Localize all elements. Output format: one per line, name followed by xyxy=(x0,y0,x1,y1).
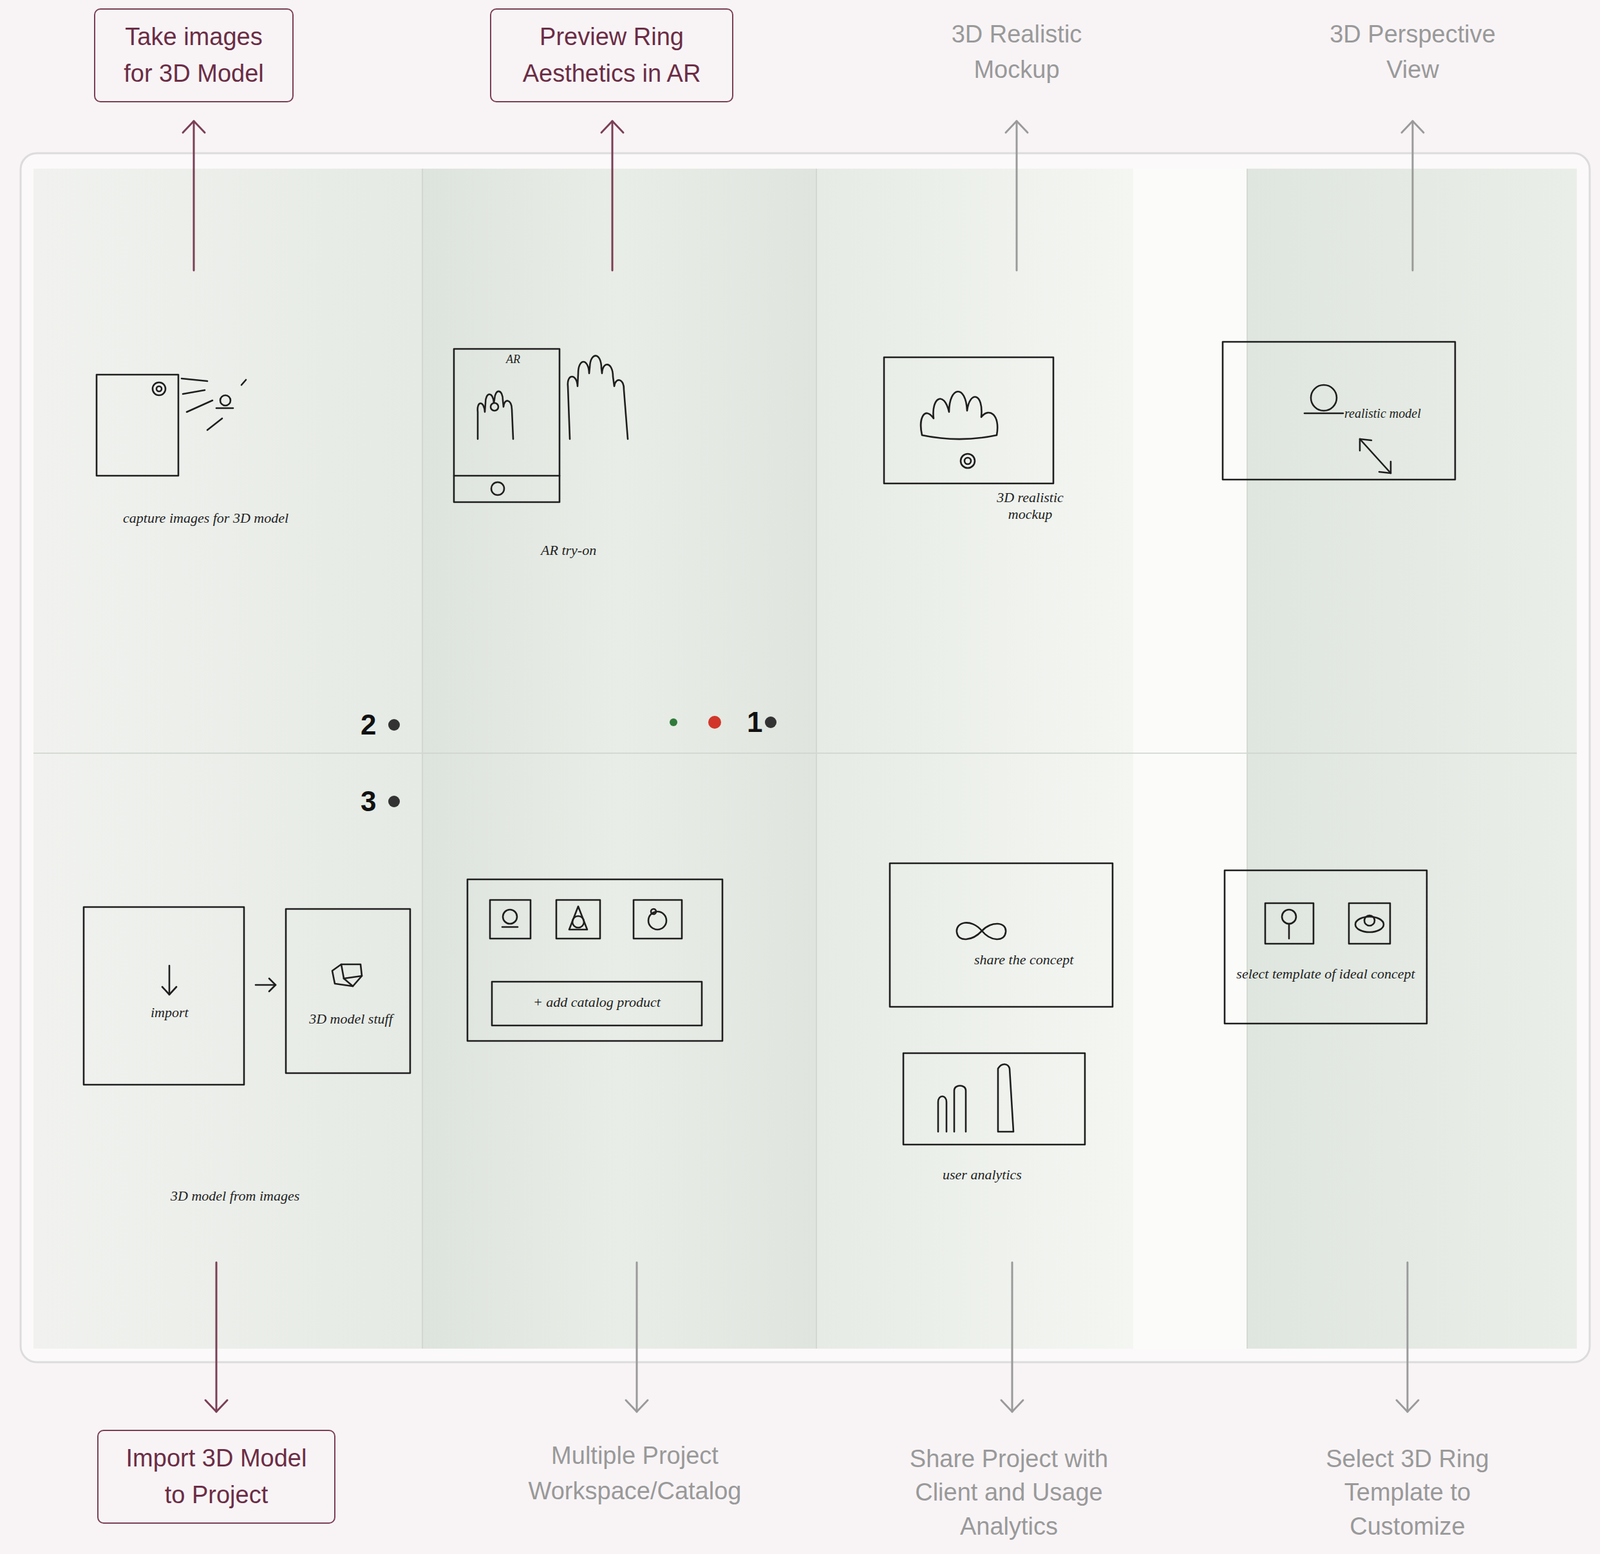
handwritten-note: realistic model xyxy=(1344,405,1422,422)
callout-number: 2 xyxy=(360,710,377,740)
callout-number: 3 xyxy=(360,787,377,816)
handwritten-note: select template of ideal concept xyxy=(1235,965,1416,983)
feature-label: Share Project with Client and Usage Anal… xyxy=(893,1442,1125,1544)
callout-text: Preview Ring Aesthetics in AR xyxy=(505,18,718,93)
feature-label: 3D Perspective View xyxy=(1316,16,1510,88)
handwritten-note: user analytics xyxy=(942,1166,1022,1184)
callout-text: Take images for 3D Model xyxy=(109,18,279,93)
callout-box: Import 3D Model to Project xyxy=(97,1430,336,1525)
callout-text: Import 3D Model to Project xyxy=(112,1440,320,1514)
callout-box: Take images for 3D Model xyxy=(94,8,294,103)
handwritten-note: import xyxy=(150,1004,189,1022)
handwritten-note: + add catalog product xyxy=(533,994,661,1011)
handwritten-note: capture images for 3D model xyxy=(122,509,289,527)
handwritten-note: 3D model stuff xyxy=(309,1010,393,1028)
callout-number: 1 xyxy=(746,708,763,737)
handwritten-note: 3D realistic mockup xyxy=(981,489,1079,524)
callout-box: Preview Ring Aesthetics in AR xyxy=(489,8,734,103)
handwritten-note: AR try-on xyxy=(540,542,597,559)
feature-label: 3D Realistic Mockup xyxy=(913,16,1120,88)
handwritten-note: 3D model from images xyxy=(170,1187,300,1205)
handwritten-note: AR xyxy=(506,352,521,368)
feature-label: Multiple Project Workspace/Catalog xyxy=(512,1438,758,1510)
handwritten-note: share the concept xyxy=(974,951,1074,969)
feature-label: Select 3D Ring Template to Customize xyxy=(1320,1442,1495,1544)
